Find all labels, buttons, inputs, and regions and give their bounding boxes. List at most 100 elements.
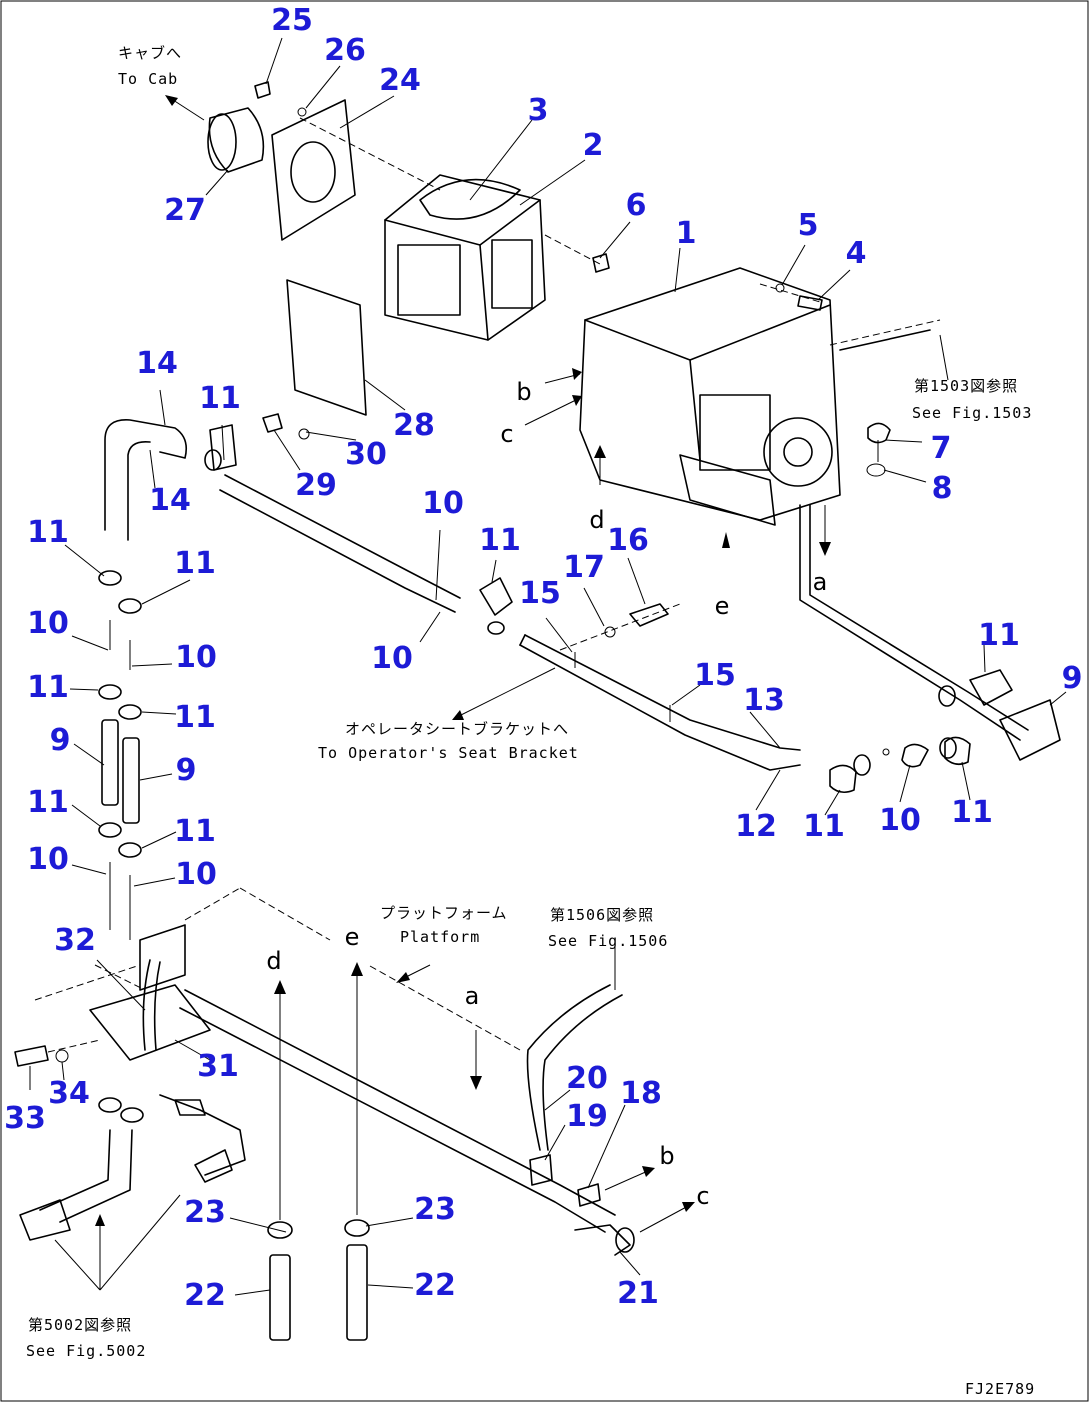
part-31-bracket bbox=[89, 984, 211, 1061]
pipe-a-upper bbox=[799, 504, 1021, 741]
to-cab-jp: キャブへ bbox=[118, 44, 182, 62]
callout-16: 16 bbox=[607, 523, 649, 558]
part-29-bolt bbox=[262, 413, 283, 433]
callout-15a: 15 bbox=[519, 576, 561, 611]
callout-24: 24 bbox=[379, 63, 421, 98]
part-28-plate bbox=[286, 279, 367, 416]
part-11-clamp-right bbox=[969, 669, 1013, 706]
callout-14a: 14 bbox=[136, 346, 178, 381]
part-11-l1 bbox=[98, 570, 122, 586]
callout-22a: 22 bbox=[184, 1278, 226, 1313]
arrow-d-bottom-head bbox=[274, 980, 286, 994]
part-11-l5 bbox=[98, 822, 122, 838]
seat-en: To Operator's Seat Bracket bbox=[318, 744, 579, 762]
callout-23b: 23 bbox=[414, 1192, 456, 1227]
callout-10b: 10 bbox=[371, 641, 413, 676]
part-22-hose-e bbox=[346, 1244, 368, 1341]
part-23-clamp-e bbox=[344, 1219, 370, 1237]
callout-27: 27 bbox=[164, 193, 206, 228]
part-10-hose-upper-b bbox=[219, 489, 456, 613]
callout-15b: 15 bbox=[694, 658, 736, 693]
part-10-hose-upper-a bbox=[224, 474, 461, 599]
part-18-fitting bbox=[577, 1183, 601, 1207]
callout-11g: 11 bbox=[978, 618, 1020, 653]
part-9-tube-l1 bbox=[101, 719, 119, 806]
callout-11h: 11 bbox=[803, 809, 845, 844]
part-11-l4 bbox=[118, 704, 142, 720]
fitting-23-left-b bbox=[194, 1149, 233, 1183]
arrow-c-top-head bbox=[572, 395, 582, 406]
frame-rail-b bbox=[179, 1007, 606, 1233]
fig1506-en: See Fig.1506 bbox=[548, 932, 668, 950]
leader-lines bbox=[29, 37, 1067, 1296]
callout-11d: 11 bbox=[479, 523, 521, 558]
fig1503-leader bbox=[939, 334, 949, 381]
callout-14b: 14 bbox=[149, 483, 191, 518]
callout-17: 17 bbox=[563, 550, 605, 585]
platform-arrowhead bbox=[396, 972, 410, 983]
ref-c-top: c bbox=[500, 420, 513, 448]
callout-10e: 10 bbox=[879, 803, 921, 838]
part-11-l6 bbox=[118, 842, 142, 858]
callout-3: 3 bbox=[528, 93, 549, 128]
part-1-valve-body bbox=[579, 267, 941, 526]
part-9-hose-right bbox=[999, 699, 1061, 761]
callout-11a: 11 bbox=[199, 381, 241, 416]
part-11-clamp-a-ring bbox=[853, 754, 871, 776]
callout-9c-right: 9 bbox=[1062, 661, 1083, 696]
to-cab-en: To Cab bbox=[118, 70, 178, 88]
part-32-pipe-b bbox=[153, 961, 161, 1051]
arrow-b-bottom bbox=[604, 1169, 651, 1191]
callout-20: 20 bbox=[566, 1061, 608, 1096]
hose-23-left bbox=[159, 1094, 246, 1176]
part-15-bracket-upper bbox=[524, 634, 801, 751]
callout-26: 26 bbox=[324, 33, 366, 68]
part-11-clamp-a bbox=[829, 764, 857, 794]
fig5002-leader-c bbox=[99, 1194, 181, 1291]
fig5002-en: See Fig.5002 bbox=[26, 1342, 146, 1360]
ref-e-top: e bbox=[715, 592, 730, 620]
part-11-clamp-upper-ring bbox=[204, 449, 222, 471]
part-11-clamp-upper bbox=[209, 424, 237, 471]
hose-low-left-a bbox=[39, 1129, 111, 1211]
part-4-bolt bbox=[797, 295, 823, 311]
part-15-bracket-lower bbox=[519, 644, 801, 771]
drawing-code: FJ2E789 bbox=[965, 1380, 1035, 1398]
arrow-c-bottom-head bbox=[682, 1202, 695, 1212]
part-21-elbow bbox=[574, 1224, 631, 1256]
fig5002-leader-a bbox=[54, 1239, 101, 1291]
part-21-nut bbox=[615, 1227, 635, 1253]
seat-jp: オペレータシートブラケットへ bbox=[345, 720, 569, 738]
frame-dash-2 bbox=[94, 964, 146, 991]
ref-b-bottom: b bbox=[659, 1142, 674, 1170]
callout-12: 12 bbox=[735, 809, 777, 844]
arrow-c-top bbox=[524, 397, 581, 426]
hose-low-left-b bbox=[59, 1129, 133, 1223]
callout-19: 19 bbox=[566, 1099, 608, 1134]
part-20-hose-b bbox=[542, 994, 623, 1151]
centerline-33 bbox=[47, 1039, 101, 1053]
bracket-end bbox=[519, 634, 526, 646]
callout-7: 7 bbox=[931, 431, 952, 466]
part-27-duct-cap bbox=[207, 107, 265, 173]
part-25-bolt bbox=[254, 81, 271, 99]
ref-c-bottom: c bbox=[696, 1182, 709, 1210]
fig5002-jp: 第5002図参照 bbox=[28, 1316, 132, 1334]
callout-33: 33 bbox=[4, 1101, 46, 1136]
callout-11i: 11 bbox=[951, 795, 993, 830]
callout-23a: 23 bbox=[184, 1195, 226, 1230]
fig1503-jp: 第1503図参照 bbox=[914, 377, 1018, 395]
callout-32: 32 bbox=[54, 923, 96, 958]
part-10-dot bbox=[882, 748, 890, 756]
callout-13: 13 bbox=[743, 683, 785, 718]
ref-e-bottom: e bbox=[345, 923, 360, 951]
callout-22b: 22 bbox=[414, 1268, 456, 1303]
part-11-clamp-b bbox=[944, 736, 971, 766]
callout-18: 18 bbox=[620, 1076, 662, 1111]
part-11-clamp-center-ring bbox=[487, 621, 505, 635]
part-11-low-b bbox=[120, 1107, 144, 1123]
ref-a-bottom: a bbox=[465, 982, 480, 1010]
part-14-elbow-outer bbox=[104, 419, 188, 531]
